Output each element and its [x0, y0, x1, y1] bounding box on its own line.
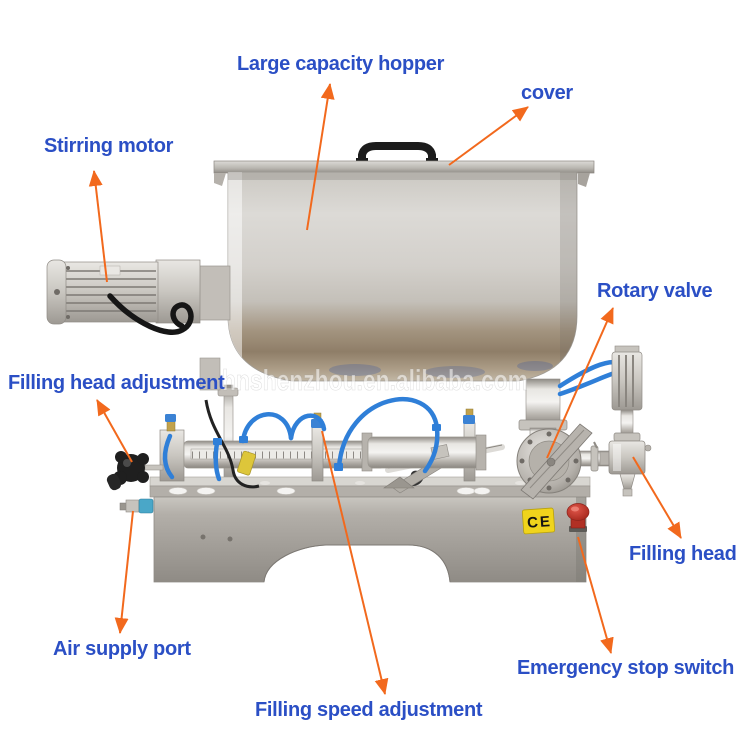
hopper-body	[227, 171, 578, 382]
machine-base	[149, 476, 591, 583]
label-stirring-motor: Stirring motor	[44, 135, 174, 157]
hopper-handle	[358, 142, 436, 163]
ce-mark-text: CE	[527, 513, 553, 532]
yellow-tag	[237, 450, 256, 476]
filling-head-assembly	[599, 345, 652, 497]
arrow-stirring-motor	[88, 170, 108, 283]
adjustment-knob	[106, 451, 164, 491]
tube-fittings	[213, 424, 441, 471]
filling-nozzle	[619, 473, 636, 490]
arrow-filling-speed-adjustment	[321, 430, 389, 695]
hopper	[213, 142, 595, 382]
rotary-valve-handle	[520, 423, 593, 500]
cylinder-ruler	[190, 448, 378, 460]
arrow-air-supply-port	[114, 510, 134, 634]
arrow-large-capacity-hopper	[306, 83, 335, 231]
label-filling-head-adjustment: Filling head adjustment	[8, 372, 225, 394]
hopper-cover	[213, 160, 595, 174]
arrow-filling-head	[632, 456, 682, 539]
label-filling-head: Filling head	[629, 543, 737, 565]
watermark-text: hnshenzhou.en.alibaba.com	[222, 365, 528, 397]
frame-cable	[204, 399, 260, 489]
ce-sticker: CE	[521, 507, 556, 535]
motor-cable	[107, 293, 194, 335]
label-large-capacity-hopper: Large capacity hopper	[237, 53, 445, 75]
air-supply-port-fitting	[119, 498, 154, 514]
emergency-stop-button	[566, 503, 590, 532]
frame-mid-post	[311, 426, 324, 482]
hopper-outlet-pipe	[518, 378, 568, 431]
motor-body	[63, 261, 159, 323]
label-emergency-stop-switch: Emergency stop switch	[517, 657, 735, 679]
arrow-emergency-stop-switch	[577, 536, 614, 654]
label-filling-speed-adjustment: Filling speed adjustment	[255, 699, 483, 721]
arrow-rotary-valve	[546, 307, 614, 459]
rotary-valve-assembly	[516, 423, 617, 500]
label-air-supply-port: Air supply port	[53, 638, 191, 660]
annotation-arrows	[88, 83, 682, 695]
hopper-support-column	[199, 357, 239, 488]
label-rotary-valve: Rotary valve	[597, 280, 713, 302]
stirring-motor-assembly	[46, 259, 231, 335]
base-cabinet	[153, 496, 587, 583]
label-cover: cover	[521, 82, 573, 104]
arrow-cover	[448, 106, 529, 166]
piston-cylinder	[361, 432, 505, 494]
motor-bracket	[195, 265, 231, 321]
arrow-filling-head-adjustment	[96, 399, 133, 463]
